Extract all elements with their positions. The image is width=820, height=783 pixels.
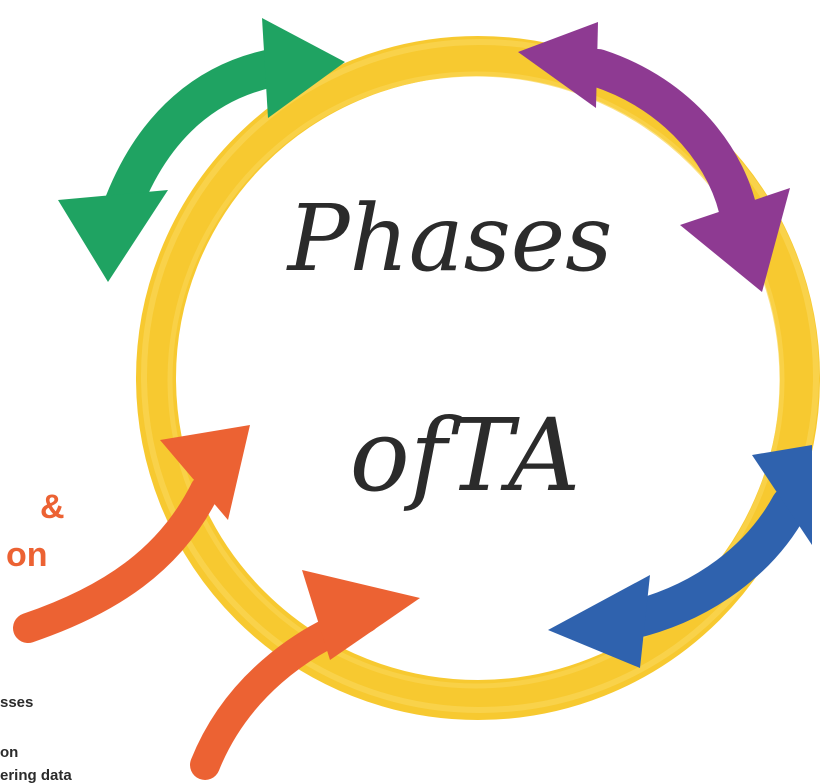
- left-note-line-2: on: [0, 744, 18, 761]
- left-heading-line-2: on: [6, 536, 48, 574]
- title-line-2: ofTA: [350, 397, 581, 514]
- title-line-1: Phases: [286, 185, 613, 292]
- yellow-ring: [136, 36, 820, 720]
- left-heading-line-1: &: [40, 488, 65, 526]
- blue-double-arrow-icon: [548, 445, 812, 668]
- left-note-line-3: ering data: [0, 767, 72, 783]
- orange-arrow-lower-icon: [190, 570, 420, 780]
- left-note-line-1: sses: [0, 694, 33, 711]
- orange-arrow-upper-icon: [13, 425, 250, 643]
- green-double-arrow-icon: [58, 18, 345, 282]
- purple-double-arrow-icon: [518, 22, 790, 292]
